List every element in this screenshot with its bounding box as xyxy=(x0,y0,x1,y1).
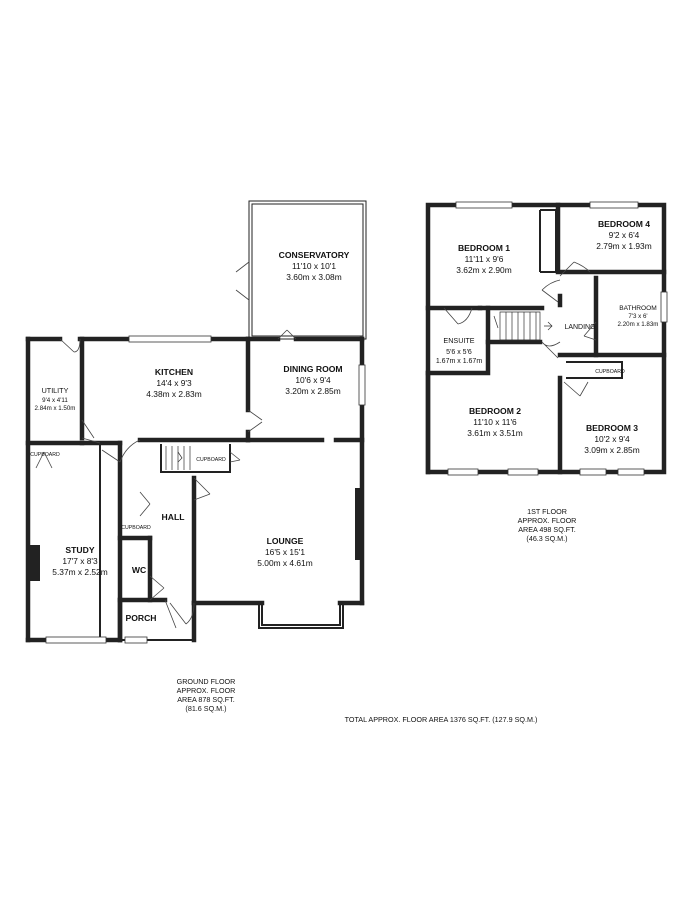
hall-label: HALL xyxy=(162,512,185,522)
lounge-name: LOUNGE xyxy=(267,536,304,546)
bedroom3-metric: 3.09m x 2.85m xyxy=(584,445,639,455)
bedroom4-name: BEDROOM 4 xyxy=(598,219,650,229)
first-area-line-2: APPROX. FLOOR xyxy=(518,516,577,525)
bedroom1-name: BEDROOM 1 xyxy=(458,243,510,253)
first-area-line-4: (46.3 SQ.M.) xyxy=(526,534,567,543)
utility-metric: 2.84m x 1.50m xyxy=(35,405,76,412)
utility-imperial: 9'4 x 4'11 xyxy=(42,397,68,404)
ensuite-metric: 1.67m x 1.67m xyxy=(436,358,482,365)
bedroom2-name: BEDROOM 2 xyxy=(469,406,521,416)
ensuite-imperial: 5'6 x 5'6 xyxy=(446,349,472,356)
bedroom4-imperial: 9'2 x 6'4 xyxy=(609,230,640,240)
ground-floor-doors xyxy=(35,329,297,629)
bedroom1-imperial: 11'11 x 9'6 xyxy=(465,254,504,264)
bedroom1-metric: 3.62m x 2.90m xyxy=(456,265,511,275)
bedroom2-imperial: 11'10 x 11'6 xyxy=(473,417,517,427)
first-area-line-1: 1ST FLOOR xyxy=(527,507,567,516)
conservatory-imperial: 11'10 x 10'1 xyxy=(292,261,336,271)
study-name: STUDY xyxy=(65,545,94,555)
landing-cupboard-label: CUPBOARD xyxy=(595,369,625,375)
first-floor-doors xyxy=(443,261,597,397)
ensuite-name: ENSUITE xyxy=(443,336,474,345)
ground-area-line-3: AREA 878 SQ.FT. xyxy=(177,695,235,704)
bathroom-name: BATHROOM xyxy=(619,305,657,312)
stairs-cupboard-label: CUPBOARD xyxy=(196,457,226,463)
conservatory-structure xyxy=(235,200,367,340)
ground-floor-windows xyxy=(45,335,366,644)
lounge-metric: 5.00m x 4.61m xyxy=(257,558,312,568)
ground-area-line-4: (81.6 SQ.M.) xyxy=(185,704,226,713)
bedroom4-metric: 2.79m x 1.93m xyxy=(596,241,651,251)
ground-stairs xyxy=(165,446,191,470)
kitchen-imperial: 14'4 x 9'3 xyxy=(156,378,192,388)
hall-cupboard-label: CUPBOARD xyxy=(121,525,151,531)
conservatory-metric: 3.60m x 3.08m xyxy=(286,272,341,282)
dining-metric: 3.20m x 2.85m xyxy=(285,386,340,396)
dining-imperial: 10'6 x 9'4 xyxy=(295,375,331,385)
ground-area-line-1: GROUND FLOOR xyxy=(177,677,236,686)
kitchen-metric: 4.38m x 2.83m xyxy=(146,389,201,399)
landing-label: LANDING xyxy=(564,324,595,331)
bedroom3-imperial: 10'2 x 9'4 xyxy=(594,434,630,444)
kitchen-name: KITCHEN xyxy=(155,367,193,377)
total-area-note: TOTAL APPROX. FLOOR AREA 1376 SQ.FT. (12… xyxy=(345,715,538,724)
first-floor-windows xyxy=(447,201,668,476)
first-floor-walls xyxy=(425,202,667,475)
porch-label: PORCH xyxy=(125,613,156,623)
bedroom2-metric: 3.61m x 3.51m xyxy=(467,428,522,438)
first-stairs xyxy=(493,311,553,341)
ground-area-line-2: APPROX. FLOOR xyxy=(177,686,236,695)
bedroom3-name: BEDROOM 3 xyxy=(586,423,638,433)
chimney-lounge xyxy=(355,488,363,560)
dining-name: DINING ROOM xyxy=(283,364,342,374)
bathroom-metric: 2.20m x 1.83m xyxy=(618,321,659,328)
bathroom-imperial: 7'3 x 6' xyxy=(628,313,647,320)
conservatory-name: CONSERVATORY xyxy=(279,250,350,260)
chimney-study xyxy=(30,545,40,581)
study-imperial: 17'7 x 8'3 xyxy=(62,556,98,566)
ground-floor-plan: CONSERVATORY 11'10 x 10'1 3.60m x 3.08m … xyxy=(25,200,367,713)
study-metric: 5.37m x 2.52m xyxy=(52,567,107,577)
lounge-imperial: 16'5 x 15'1 xyxy=(265,547,305,557)
wc-label: WC xyxy=(132,565,146,575)
first-area-line-3: AREA 498 SQ.FT. xyxy=(518,525,576,534)
first-floor-plan: BEDROOM 1 11'11 x 9'6 3.62m x 2.90m BEDR… xyxy=(425,201,668,543)
utility-cupboard-label: CUPBOARD xyxy=(30,452,60,458)
utility-name: UTILITY xyxy=(42,386,69,395)
